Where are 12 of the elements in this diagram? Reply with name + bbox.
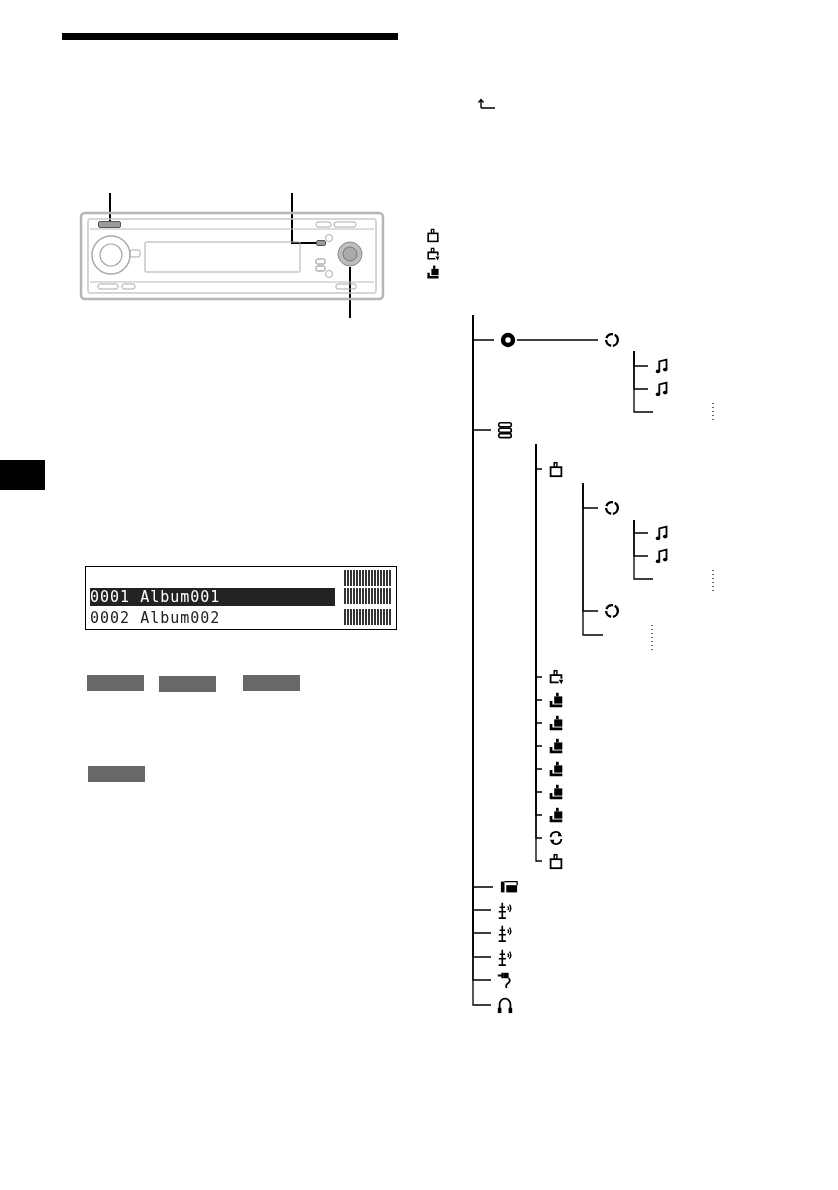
knob-part xyxy=(337,241,363,267)
leader-line xyxy=(291,192,317,244)
button-part xyxy=(316,240,326,246)
display-text: 0002 Album002 xyxy=(90,609,222,627)
leader-line xyxy=(109,192,111,222)
button-part xyxy=(98,221,121,228)
tree-line xyxy=(582,482,604,636)
tree-line xyxy=(633,350,654,413)
tree-line xyxy=(516,339,599,341)
leader-line xyxy=(349,266,351,319)
tree-line xyxy=(633,519,654,580)
display-text: 0001 Album001 xyxy=(90,588,335,606)
